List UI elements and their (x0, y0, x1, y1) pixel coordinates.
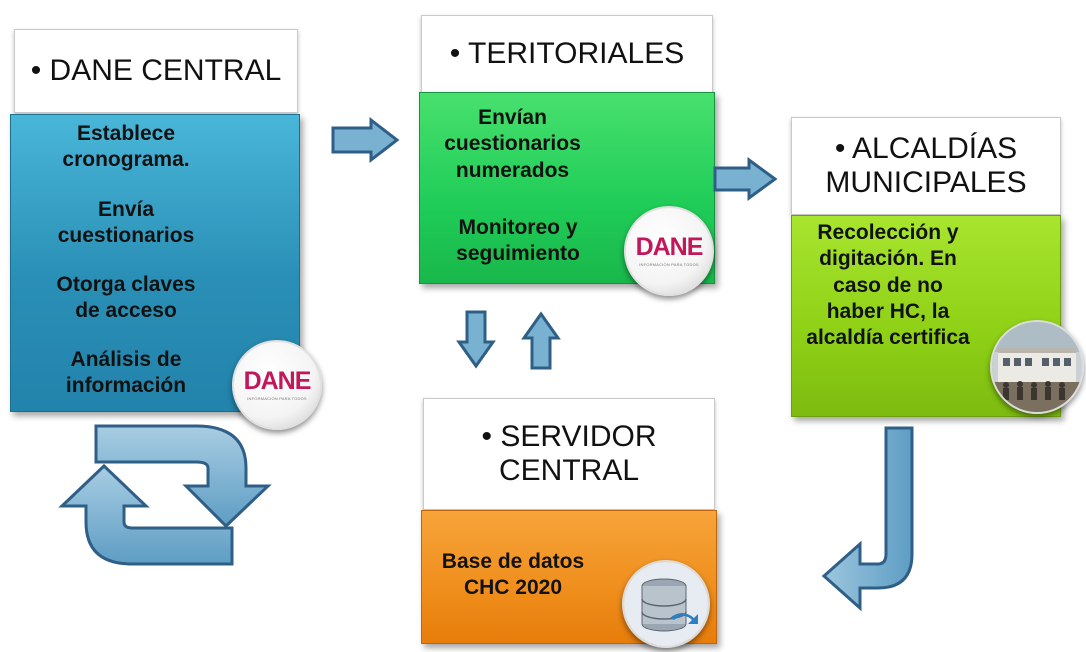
servidor-title-line1: • SERVIDOR (481, 419, 657, 453)
right-arrow-icon (713, 157, 778, 201)
teritoriales-item: Envían cuestionarios numerados (444, 106, 581, 182)
alcaldias-item: Recolección y digitación. En caso de no … (806, 221, 970, 349)
dane-central-item: Análisis de información (65, 348, 187, 398)
servidor-title-line2: CENTRAL (498, 454, 640, 487)
servidor-title: • SERVIDOR CENTRAL (423, 398, 715, 510)
alcaldias-title-line2: MUNICIPALES (825, 166, 1027, 199)
dane-logo: DANE INFORMACIÓN PARA TODOS (624, 206, 714, 296)
servidor-item: Base de datos CHC 2020 (441, 550, 585, 600)
dane-logo: DANE INFORMACIÓN PARA TODOS (232, 340, 322, 430)
dane-logo-text: DANE (243, 367, 312, 395)
building-photo (990, 320, 1084, 414)
dane-logo-subtext: INFORMACIÓN PARA TODOS (247, 396, 307, 401)
alcaldias-body: Recolección y digitación. En caso de no … (791, 215, 1061, 417)
dane-central-title-text: • DANE CENTRAL (30, 53, 282, 87)
dane-central-item: Establece cronograma. (62, 122, 190, 172)
down-arrow-icon (456, 310, 496, 369)
dane-logo-subtext: INFORMACIÓN PARA TODOS (639, 262, 699, 267)
dane-central-item: Envía cuestionarios (57, 198, 195, 248)
cycle-arrows-icon (58, 424, 272, 566)
dane-central-item: Otorga claves de acceso (56, 273, 196, 323)
curved-down-left-arrow-icon (821, 426, 914, 612)
teritoriales-title: • TERITORIALES (421, 15, 713, 93)
up-arrow-icon (521, 311, 561, 370)
alcaldias-title-line1: • ALCALDÍAS (834, 131, 1018, 165)
dane-central-title: • DANE CENTRAL (14, 29, 298, 113)
teritoriales-title-text: • TERITORIALES (449, 36, 685, 70)
teritoriales-item: Monitoreo y seguimiento (456, 216, 580, 266)
dane-logo-text: DANE (635, 233, 704, 261)
alcaldias-title: • ALCALDÍAS MUNICIPALES (791, 117, 1061, 215)
right-arrow-icon (331, 116, 400, 164)
database-icon (622, 560, 710, 648)
